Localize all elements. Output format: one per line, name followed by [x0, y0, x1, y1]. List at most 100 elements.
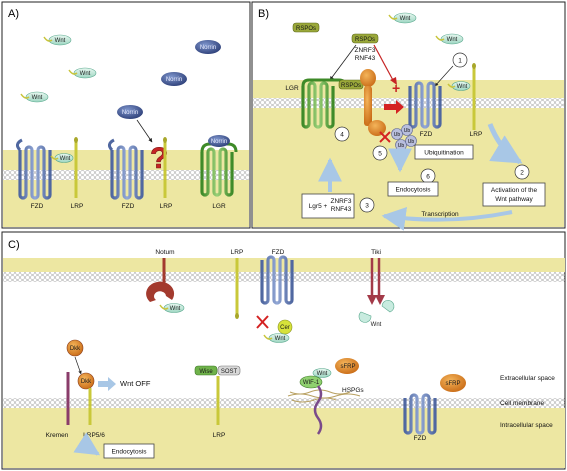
ub-sphere: Ub — [401, 124, 413, 136]
notum-label: Notum — [155, 249, 174, 256]
wnt-label: Wnt — [32, 95, 43, 101]
hspgs-label: HSPGs — [342, 387, 364, 394]
wise-protein: Wise — [194, 365, 218, 376]
sost-label: SOST — [221, 369, 238, 375]
ub-label: Ub — [408, 139, 415, 145]
dkk-protein: Dkk — [77, 372, 95, 390]
activation-box — [482, 182, 546, 207]
wnt-label: Wnt — [457, 84, 468, 90]
endocytosis-box — [387, 181, 439, 197]
fzd-receptor — [260, 255, 294, 305]
endocytosis-arrow — [73, 432, 101, 456]
rnf43-label: RNF43 — [331, 206, 352, 213]
wnt-ligand: Wnt — [312, 368, 332, 378]
step-number: 5 — [378, 151, 382, 158]
kremen-label: Kremen — [46, 432, 69, 439]
receptor-label: LRP — [71, 203, 84, 210]
dkk-label: Dkk — [81, 379, 92, 385]
sfrp-protein: sFRP — [335, 358, 359, 374]
panel-b-label: B) — [258, 8, 269, 20]
wnt-label: Wnt — [60, 156, 71, 162]
plus-sign: + — [392, 80, 400, 96]
panel-c-label: C) — [8, 239, 20, 251]
activation-label: Activation of the — [491, 187, 538, 194]
cer-protein: Cer — [277, 319, 293, 335]
endocytosis-box — [103, 443, 155, 459]
wnt-label: Wnt — [170, 306, 181, 312]
lgr-label: LGR — [285, 85, 299, 92]
lgr5-box — [301, 193, 355, 219]
ubiquitination-box — [414, 144, 474, 160]
rspos-label: RSPOs — [296, 26, 316, 32]
znrf3-label: ZNRF3 — [355, 47, 376, 54]
space-label: Cell membrane — [500, 400, 544, 407]
wnt-bound: Wnt — [447, 81, 471, 91]
lgr5-label: Lgr5 + — [309, 203, 328, 210]
ub-label: Ub — [394, 132, 401, 138]
receptor-label: FZD — [122, 203, 135, 210]
sfrp-label: sFRP — [341, 364, 356, 370]
wnt-ligand: Wnt — [68, 67, 97, 79]
activation-label: Wnt pathway — [495, 196, 533, 203]
wnt-ligand: Wnt — [435, 33, 464, 45]
binding-arrow — [136, 119, 153, 143]
step-number: 2 — [520, 170, 524, 177]
wnt-ligand: Wnt — [388, 12, 417, 24]
fzd-receptor — [15, 138, 52, 200]
endocytosis-label: Endocytosis — [395, 187, 431, 194]
wnt-label: Wnt — [400, 16, 411, 22]
ub-sphere: Ub — [395, 139, 407, 151]
dkk-label: Dkk — [70, 346, 81, 352]
norrin-label: Norrin — [122, 110, 138, 116]
ubiquitination-label: Ubiquitination — [424, 150, 464, 157]
rspos-label: RSPOs — [341, 83, 361, 89]
rnf43-label: RNF43 — [355, 55, 376, 62]
sfrp-protein: sFRP — [440, 374, 466, 392]
receptor-label: LGR — [212, 203, 226, 210]
wnt-ligand: Wnt — [43, 34, 72, 46]
rspos-center: RSPOs — [351, 33, 379, 44]
znrf3-label: ZNRF3 — [331, 198, 352, 205]
wnt-ligand: Wnt — [263, 333, 290, 343]
notum-enzyme — [146, 258, 175, 302]
sost-protein: SOST — [217, 365, 241, 376]
panel-c-top-bilayer — [3, 272, 565, 282]
step-1-circle — [452, 52, 468, 68]
ub-label: Ub — [398, 143, 405, 149]
panel-a: A) Wnt Wnt Wnt Norrin Norrin — [1, 1, 251, 229]
fzd-receptor — [408, 81, 442, 129]
space-label: Intracellular space — [500, 422, 553, 429]
wif1-protein: WIF-1 — [299, 375, 323, 389]
endocytosis-label: Endocytosis — [111, 449, 147, 456]
wnt-bound: Wnt — [50, 153, 74, 163]
norrin-label: Norrin — [200, 45, 216, 51]
lrp-label: LRP — [470, 131, 483, 138]
wnt-label: Wnt — [275, 336, 286, 342]
wise-label: Wise — [199, 369, 213, 375]
fzd-label: FZD — [420, 131, 433, 138]
lrp56-label: LRP5/6 — [83, 432, 105, 439]
receptor-label: LRP — [160, 203, 173, 210]
wnt-label: Wnt — [371, 322, 382, 328]
sfrp-label: sFRP — [446, 381, 461, 387]
lrp-label: LRP — [213, 432, 226, 439]
step-number: 1 — [458, 58, 462, 65]
step-number: 3 — [365, 203, 369, 210]
wnt-label: Wnt — [447, 37, 458, 43]
znrf3-rnf43-protein — [360, 69, 386, 136]
rspos-label: RSPOs — [355, 37, 375, 43]
red-x-mark — [256, 315, 269, 329]
ub-sphere: Ub — [391, 128, 403, 140]
norrin-ligand: Norrin — [117, 105, 143, 119]
hspg-core — [313, 385, 323, 435]
transcription-label: Transcription — [421, 211, 459, 218]
wnt-cleaved — [358, 300, 395, 323]
wnt-ligand: Wnt — [159, 303, 185, 313]
norrin-label: Norrin — [211, 139, 227, 145]
receptor-label: FZD — [31, 203, 44, 210]
space-label: Extracellular space — [500, 375, 555, 382]
panel-a-membrane-top — [3, 150, 249, 170]
tiki-enzyme — [367, 258, 385, 305]
panel-a-label: A) — [8, 8, 19, 20]
rspos-bound: RSPOs — [338, 79, 364, 90]
